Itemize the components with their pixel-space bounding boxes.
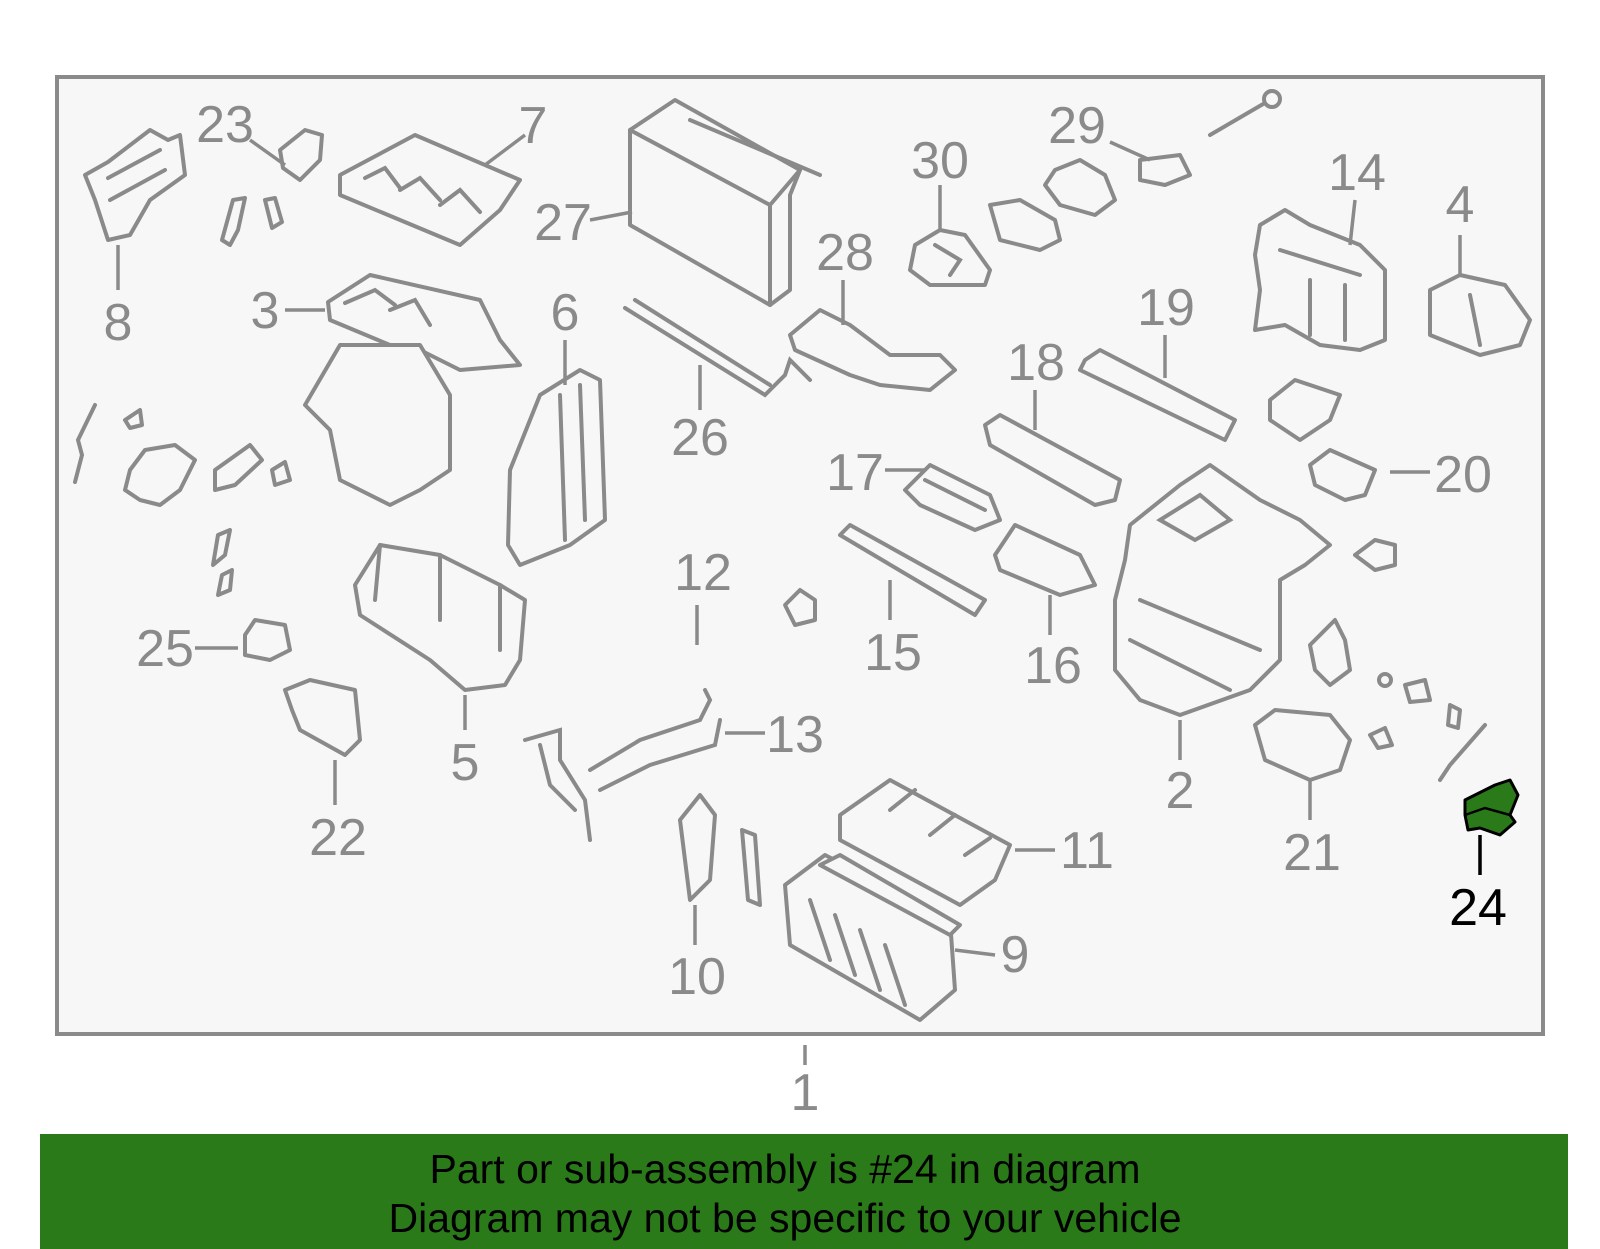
part-18	[983, 413, 1122, 507]
callout-8: 8	[104, 294, 133, 352]
banner-line-disclaimer: Diagram may not be specific to your vehi…	[388, 1195, 1182, 1241]
part-17	[903, 463, 1002, 532]
highlight-banner: Part or sub-assembly is #24 in diagram D…	[40, 1134, 1568, 1249]
callout-16: 16	[1024, 637, 1082, 695]
part-7	[338, 133, 522, 247]
callout-14: 14	[1328, 144, 1386, 202]
callout-23: 23	[196, 96, 254, 154]
callout-2: 2	[1166, 762, 1195, 820]
callout-28: 28	[816, 224, 874, 282]
part-13	[523, 688, 722, 842]
callout-1: 1	[791, 1064, 820, 1122]
callout-22: 22	[309, 809, 367, 867]
callout-30: 30	[911, 132, 969, 190]
callout-29: 29	[1048, 97, 1106, 155]
callout-20: 20	[1434, 446, 1492, 504]
callout-labels: 1 2 3 4 5 6 7 8 9 10 11 12 13 14 15 16 1…	[104, 96, 1507, 1122]
part-20	[1268, 378, 1397, 572]
part-12-small	[783, 588, 817, 627]
part-14	[1253, 208, 1387, 352]
callout-13: 13	[766, 706, 824, 764]
callout-4: 4	[1446, 176, 1475, 234]
callout-24: 24	[1449, 879, 1507, 937]
part-24	[1463, 778, 1520, 837]
callout-12: 12	[674, 544, 732, 602]
callout-27: 27	[534, 194, 592, 252]
callout-3: 3	[251, 282, 280, 340]
part-3	[303, 273, 522, 507]
part-26	[623, 298, 812, 398]
part-2	[1113, 463, 1332, 717]
callout-15: 15	[864, 624, 922, 682]
part-15	[838, 523, 987, 617]
parts-right-brackets	[1308, 618, 1487, 782]
part-28	[788, 308, 957, 392]
part-6	[506, 368, 607, 567]
callout-19: 19	[1137, 279, 1195, 337]
part-8	[83, 128, 187, 242]
part-30	[908, 228, 992, 287]
callout-18: 18	[1007, 334, 1065, 392]
part-4	[1428, 273, 1532, 357]
callout-7: 7	[519, 97, 548, 155]
part-5	[353, 543, 527, 692]
callout-26: 26	[671, 409, 729, 467]
callout-6: 6	[551, 284, 580, 342]
part-22	[283, 678, 362, 757]
callout-9: 9	[1001, 926, 1030, 984]
leader-lines	[116, 133, 1482, 1065]
part-23	[220, 128, 324, 247]
part-25	[243, 618, 292, 662]
parts-left-brackets	[73, 403, 292, 597]
part-9	[783, 853, 962, 1022]
part-21	[1253, 708, 1352, 782]
banner-line-part-info: Part or sub-assembly is #24 in diagram	[429, 1146, 1141, 1192]
callout-17: 17	[826, 444, 884, 502]
part-10	[678, 793, 762, 907]
part-16	[993, 523, 1097, 597]
part-27	[628, 98, 822, 307]
callout-5: 5	[451, 734, 480, 792]
callout-21: 21	[1283, 824, 1341, 882]
callout-10: 10	[668, 948, 726, 1006]
callout-25: 25	[136, 620, 194, 678]
part-19	[1078, 348, 1237, 442]
part-11	[838, 778, 1012, 907]
callout-11: 11	[1060, 822, 1114, 880]
part-29	[988, 89, 1282, 252]
